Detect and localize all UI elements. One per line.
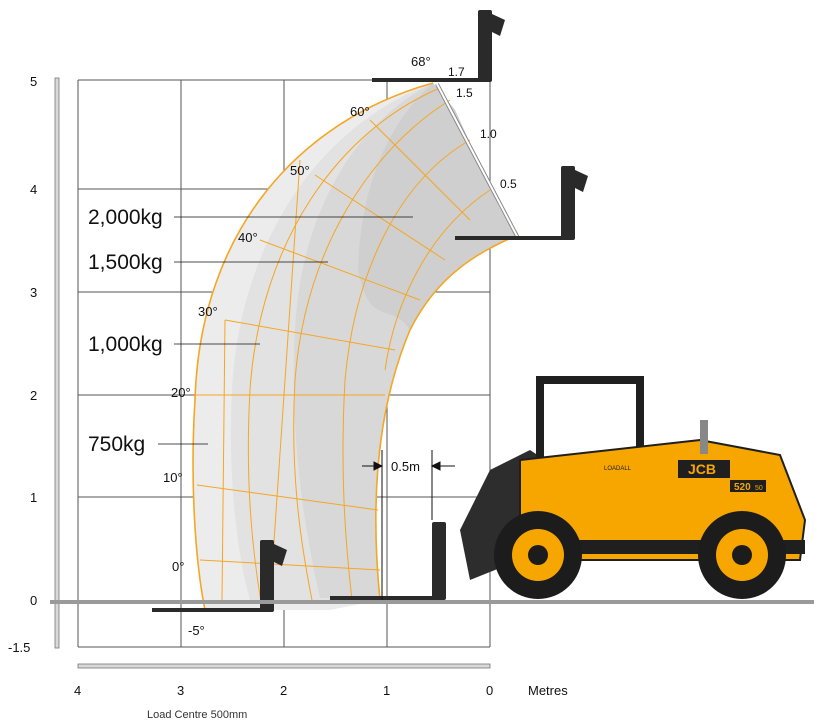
fork-mid	[455, 166, 588, 240]
y-tick-label: 0	[30, 593, 37, 608]
reach-envelope	[192, 82, 516, 611]
fork-low	[152, 540, 287, 612]
y-tick-label: 4	[30, 182, 37, 197]
load-label-1000kg: 1,000kg	[88, 333, 163, 356]
angle-label: 50°	[290, 163, 310, 178]
angle-label: 20°	[171, 385, 191, 400]
machine-decal: LOADALL	[604, 466, 632, 472]
x-tick-label: 4	[74, 683, 81, 698]
x-axis-unit-label: Metres	[528, 683, 568, 698]
telehandler-illustration: JCB 520 50 LOADALL	[460, 376, 807, 599]
load-label-1500kg: 1,500kg	[88, 251, 163, 274]
y-axis-bar	[54, 77, 60, 649]
machine-brand: JCB	[688, 461, 716, 477]
load-label-leaders	[158, 216, 413, 445]
angle-label: 68°	[411, 54, 431, 69]
extension-label: 0.5	[500, 177, 517, 191]
dimension-label: 0.5m	[391, 459, 420, 474]
angle-label: 0°	[172, 559, 184, 574]
y-tick-label: 5	[30, 74, 37, 89]
x-tick-label: 1	[383, 683, 390, 698]
x-tick-label: 2	[280, 683, 287, 698]
load-label-2000kg: 2,000kg	[88, 206, 163, 229]
y-tick-label: 1	[30, 490, 37, 505]
load-label-750kg: 750kg	[88, 433, 145, 456]
zone-2000kg	[358, 83, 515, 330]
angle-label: 10°	[163, 470, 183, 485]
angle-label: 60°	[350, 104, 370, 119]
y-tick-label: 2	[30, 388, 37, 403]
angle-label: -5°	[188, 623, 205, 638]
boom-line	[435, 83, 520, 239]
y-tick-label: -1.5	[8, 640, 30, 655]
load-zones	[193, 83, 515, 610]
x-axis-bar	[77, 663, 491, 669]
fork-ground	[330, 522, 446, 600]
angle-label: 40°	[238, 230, 258, 245]
fork-top	[372, 10, 505, 82]
extension-label: 1.5	[456, 86, 473, 100]
angle-label: 30°	[198, 304, 218, 319]
ground-line	[50, 600, 814, 604]
machine-model-suffix: 50	[755, 485, 763, 492]
y-tick-label: 3	[30, 285, 37, 300]
x-tick-label: 0	[486, 683, 493, 698]
x-tick-label: 3	[177, 683, 184, 698]
extension-label: 1.7	[448, 65, 465, 79]
load-centre-note: Load Centre 500mm	[147, 709, 247, 721]
extension-label: 1.0	[480, 127, 497, 141]
dimension-marker	[362, 450, 455, 600]
machine-model: 520	[734, 482, 751, 493]
